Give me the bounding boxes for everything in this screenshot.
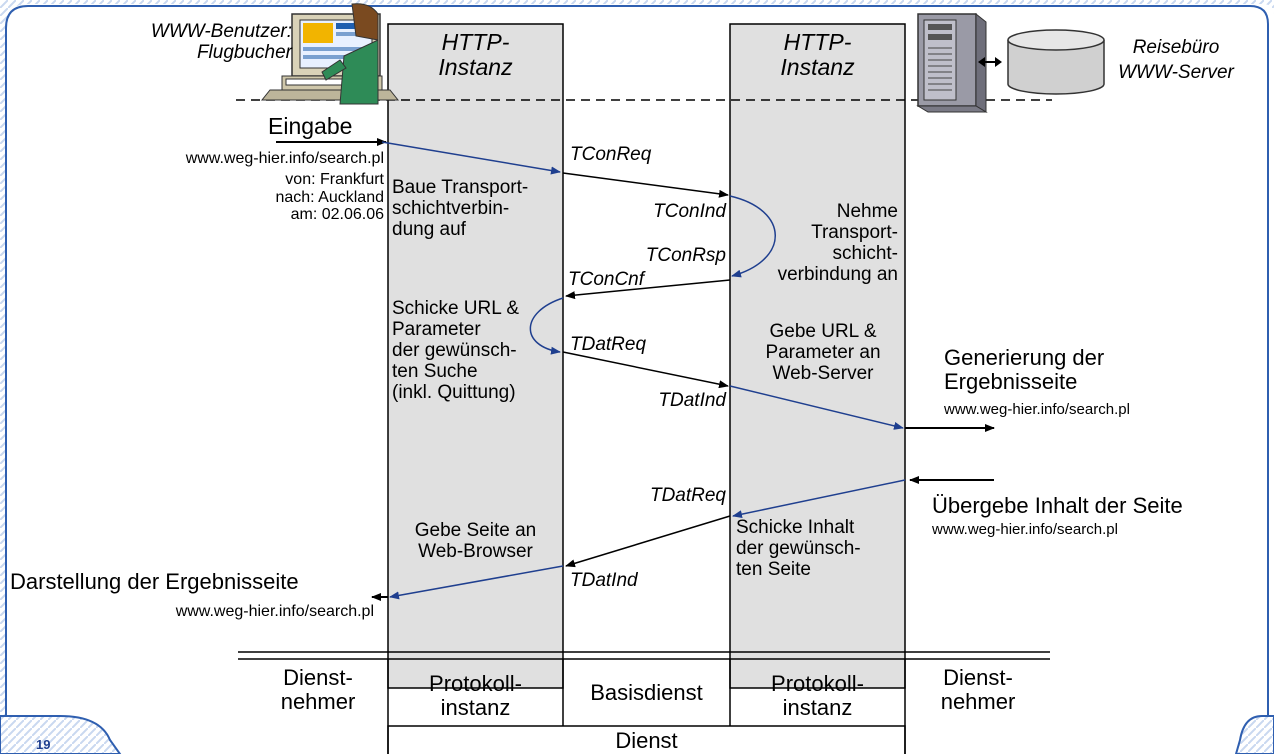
primitive-tdatreq-right: TDatReq <box>649 485 726 506</box>
primitive-tdatind-right: TDatInd <box>658 390 726 411</box>
footer-protokoll-left: Protokoll- instanz <box>429 671 522 721</box>
tconind-tconrsp-curve <box>729 195 776 278</box>
server-db-link-icon <box>978 57 1002 67</box>
user-workstation-icon <box>260 3 400 105</box>
primitive-tconind: TConInd <box>653 201 726 222</box>
deliver-content-url: www.weg-hier.info/search.pl <box>932 521 1118 538</box>
footer-dienstnehmer-left: Dienst- nehmer <box>280 665 356 715</box>
frame-bottom-left-tab <box>0 715 122 754</box>
frame-bottom-right-tab <box>1234 715 1274 754</box>
deliver-content-label: Übergebe Inhalt der Seite <box>932 493 1183 518</box>
right-instance-column <box>729 23 906 689</box>
primitive-tdatreq-left: TDatReq <box>570 334 647 355</box>
left-note-deliver: Gebe Seite an Web-Browser <box>414 520 537 562</box>
connect-confirm-pdu-arrow <box>565 279 731 300</box>
primitive-tconcnf: TConCnf <box>568 269 645 290</box>
generate-page-label: Generierung der Ergebnisseite <box>944 345 1105 395</box>
connect-pdu-arrow <box>562 172 729 198</box>
input-url: www.weg-hier.info/search.pl <box>185 150 384 167</box>
primitive-tconrsp: TConRsp <box>645 245 726 266</box>
server-tower-icon <box>916 12 988 113</box>
right-note-forward: Gebe URL & Parameter an Web-Server <box>765 321 881 384</box>
left-column-title: HTTP- Instanz <box>438 29 513 81</box>
primitive-tconreq: TConReq <box>570 144 652 165</box>
generate-page-url: www.weg-hier.info/search.pl <box>944 401 1130 418</box>
user-actor-label: WWW-Benutzer: Flugbucher <box>150 21 292 63</box>
data-pdu-arrow <box>562 351 729 389</box>
footer-protokoll-right: Protokoll- instanz <box>771 671 864 721</box>
right-note-accept: Nehme Transport- schicht- verbindung an <box>777 201 898 285</box>
footer-dienstnehmer-right: Dienst- nehmer <box>940 665 1016 715</box>
server-actor-label: Reisebüro WWW-Server <box>1118 37 1234 83</box>
output-service-arrow <box>389 565 564 600</box>
frame-top-line <box>5 5 1269 754</box>
left-note-connect: Baue Transport- schichtverbin- dung auf <box>392 177 529 240</box>
right-column-title: HTTP- Instanz <box>780 29 855 81</box>
left-instance-column <box>387 23 564 689</box>
left-note-send-url: Schicke URL & Parameter der gewünsch- te… <box>392 298 520 403</box>
right-note-send-content: Schicke Inhalt der gewünsch- ten Seite <box>736 517 861 580</box>
footer-basisdienst: Basisdienst <box>590 680 703 705</box>
database-icon <box>1007 29 1105 95</box>
tconcnf-tdatreq-curve <box>529 297 564 355</box>
output-label: Darstellung der Ergebnisseite <box>10 569 299 594</box>
tdatreq-service-arrow <box>732 479 906 519</box>
input-params: von: Frankfurt nach: Auckland am: 02.06.… <box>275 171 384 224</box>
tdatind-service-arrow <box>729 385 904 430</box>
input-label: Eingabe <box>268 113 353 139</box>
output-url: www.weg-hier.info/search.pl <box>175 603 374 620</box>
footer-dienst: Dienst <box>615 728 678 753</box>
response-pdu-arrow <box>565 515 731 568</box>
tconreq-service-arrow <box>381 141 561 175</box>
page-number: 19 <box>36 737 51 752</box>
primitive-tdatind-left: TDatInd <box>570 570 638 591</box>
